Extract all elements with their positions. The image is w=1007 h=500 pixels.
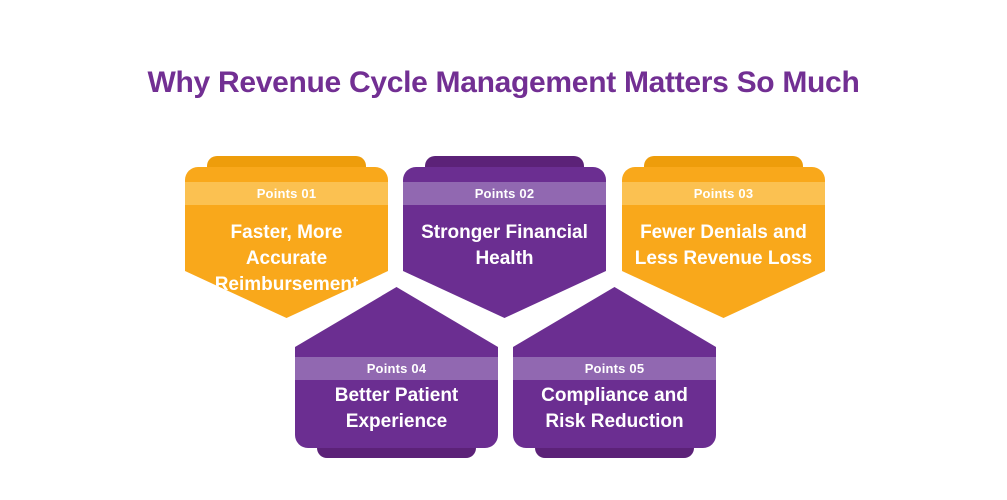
card-badge-band: Points 02 bbox=[403, 182, 606, 205]
card-text-line: Fewer Denials and bbox=[640, 222, 807, 243]
card-badge-band: Points 03 bbox=[622, 182, 825, 205]
card-badge: Points 03 bbox=[693, 186, 754, 201]
card-badge: Points 05 bbox=[584, 361, 645, 376]
card-body: Points 05 Compliance and Risk Reduction bbox=[513, 287, 716, 448]
card-badge-band: Points 05 bbox=[513, 357, 716, 380]
card-text: Faster, More Accurate Reimbursement bbox=[191, 220, 382, 298]
card-text: Better Patient Experience bbox=[301, 383, 492, 435]
card-points-01: Points 01 Faster, More Accurate Reimburs… bbox=[185, 156, 388, 318]
card-body: Points 04 Better Patient Experience bbox=[295, 287, 498, 448]
card-badge: Points 02 bbox=[474, 186, 535, 201]
card-badge: Points 04 bbox=[366, 361, 427, 376]
card-points-05: Points 05 Compliance and Risk Reduction bbox=[513, 287, 716, 458]
card-text: Stronger Financial Health bbox=[409, 220, 600, 272]
card-text-line: Compliance and bbox=[541, 385, 688, 406]
card-text-line: Less Revenue Loss bbox=[634, 248, 813, 269]
card-badge-band: Points 04 bbox=[295, 357, 498, 380]
card-body: Points 01 Faster, More Accurate Reimburs… bbox=[185, 167, 388, 318]
card-text-line: Health bbox=[475, 248, 534, 269]
card-text-line: Faster, More Accurate bbox=[230, 222, 343, 269]
card-points-03: Points 03 Fewer Denials and Less Revenue… bbox=[622, 156, 825, 318]
card-points-04: Points 04 Better Patient Experience bbox=[295, 287, 498, 458]
card-text-line: Reimbursement bbox=[214, 274, 359, 295]
card-text-line: Risk Reduction bbox=[545, 411, 684, 432]
card-text-line: Better Patient bbox=[334, 385, 459, 406]
page-title: Why Revenue Cycle Management Matters So … bbox=[147, 66, 860, 99]
card-text-line: Experience bbox=[345, 411, 448, 432]
card-text-line: Stronger Financial bbox=[421, 222, 588, 243]
card-badge: Points 01 bbox=[256, 186, 317, 201]
card-points-02: Points 02 Stronger Financial Health bbox=[403, 156, 606, 318]
card-text: Compliance and Risk Reduction bbox=[519, 383, 710, 435]
card-badge-band: Points 01 bbox=[185, 182, 388, 205]
card-text: Fewer Denials and Less Revenue Loss bbox=[628, 220, 819, 272]
